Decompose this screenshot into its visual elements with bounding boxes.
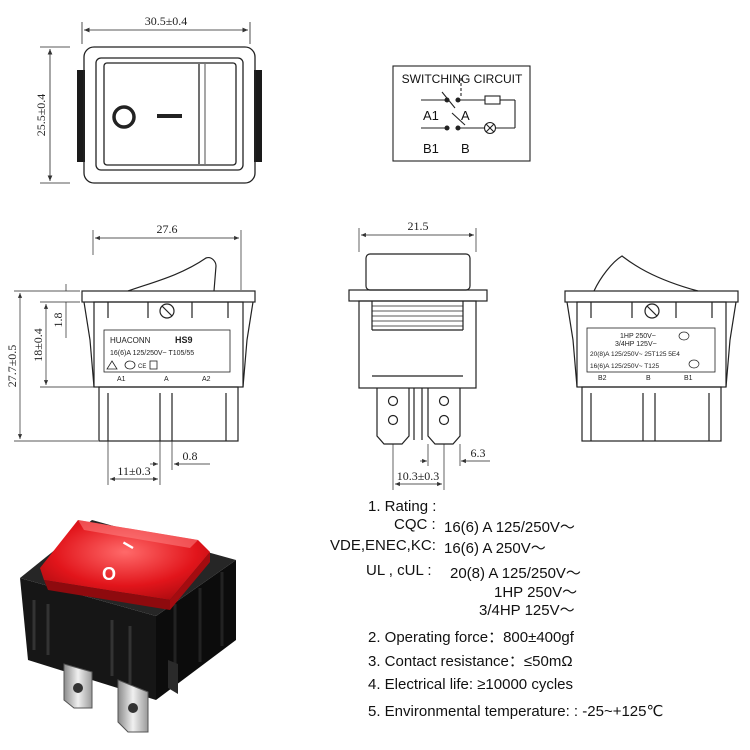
right-label-line3: 20(8)A 125/250V~ 25T125 5E4	[590, 351, 680, 358]
dim-pin-spacing-a: 11±0.3	[117, 464, 150, 478]
photo-mark-off: O	[102, 564, 116, 584]
right-label-line1: 1HP 250V~	[620, 333, 656, 340]
right-pin-b1: B1	[684, 375, 693, 382]
dim-flange: 1.8	[51, 313, 65, 328]
right-label-line4: 16(6)A 125/250V~ T125	[590, 363, 659, 370]
right-pin-b2: B2	[598, 375, 607, 382]
circuit-title: SWITCHING CIRCUIT	[402, 72, 523, 86]
right-label-line2: 3/4HP 125V~	[615, 341, 657, 348]
dim-pin-thickness: 0.8	[183, 449, 198, 463]
dim-pin-spacing-b: 10.3±0.3	[397, 469, 440, 483]
left-label-model: HS9	[175, 335, 193, 345]
side-view-left	[14, 230, 256, 485]
left-pin-a: A	[164, 376, 169, 383]
dim-end-width: 21.5	[408, 219, 429, 233]
top-view	[40, 22, 262, 184]
side-view-right	[564, 255, 739, 442]
switching-circuit	[392, 65, 531, 162]
dim-top-height: 25.5±0.4	[34, 94, 48, 137]
circuit-label-b: B	[461, 141, 470, 156]
circuit-label-a1: A1	[423, 108, 439, 123]
dim-top-width: 30.5±0.4	[145, 14, 188, 28]
left-pin-a2: A2	[202, 376, 211, 383]
circuit-label-a: A	[461, 108, 470, 123]
left-label-rating: 16(6)A 125/250V~ T105/55	[110, 350, 194, 357]
circuit-label-b1: B1	[423, 141, 439, 156]
left-pin-a1: A1	[117, 376, 126, 383]
right-pin-b: B	[646, 375, 651, 382]
cert-marks-left	[106, 360, 158, 370]
left-label-ce: CE	[138, 364, 146, 370]
dim-side-width: 27.6	[157, 222, 178, 236]
left-label-brand: HUACONN	[110, 336, 151, 345]
dim-pin-width: 6.3	[471, 446, 486, 460]
dim-total-height: 27.7±0.5	[5, 345, 19, 388]
end-view	[348, 228, 490, 490]
product-photo	[20, 520, 236, 733]
dim-body-height: 18±0.4	[31, 328, 45, 362]
